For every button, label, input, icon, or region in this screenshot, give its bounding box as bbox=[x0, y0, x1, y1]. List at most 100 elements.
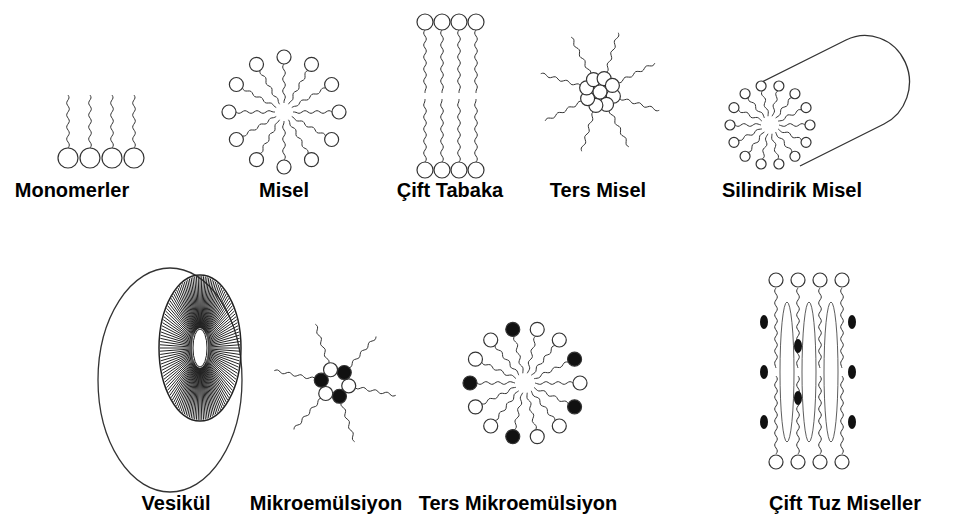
structure-label: Ters Mikroemülsiyon bbox=[419, 492, 618, 514]
tail bbox=[458, 99, 461, 162]
counter-ion bbox=[848, 365, 856, 379]
structure-label: Misel bbox=[259, 179, 309, 201]
tail bbox=[283, 121, 286, 160]
tail bbox=[772, 91, 778, 116]
head bbox=[530, 430, 544, 444]
wall-stroke bbox=[201, 368, 204, 420]
tail bbox=[458, 30, 461, 93]
tail bbox=[527, 336, 535, 373]
tail bbox=[355, 387, 396, 396]
pair-outline bbox=[802, 302, 816, 442]
counter-ion bbox=[794, 391, 802, 405]
tail bbox=[581, 111, 594, 151]
counter-ion bbox=[848, 415, 856, 429]
tail bbox=[819, 288, 822, 368]
head bbox=[790, 151, 800, 161]
head bbox=[468, 400, 482, 414]
tail bbox=[292, 117, 326, 137]
head bbox=[530, 322, 544, 336]
tail bbox=[477, 382, 515, 385]
head bbox=[552, 333, 566, 347]
head bbox=[835, 273, 849, 287]
tail bbox=[274, 370, 315, 379]
head bbox=[319, 386, 333, 400]
head bbox=[229, 78, 243, 92]
wall-stroke bbox=[201, 368, 207, 419]
tail bbox=[475, 30, 478, 93]
tail bbox=[67, 95, 70, 148]
head bbox=[801, 137, 811, 147]
tail bbox=[236, 111, 275, 114]
structure-label: Ters Misel bbox=[550, 179, 646, 201]
head bbox=[332, 389, 346, 403]
tail bbox=[293, 111, 332, 114]
head bbox=[124, 148, 144, 168]
wall-stroke bbox=[160, 349, 192, 351]
head bbox=[434, 162, 450, 178]
tail bbox=[289, 70, 309, 104]
head bbox=[468, 14, 484, 30]
head bbox=[451, 162, 467, 178]
tail bbox=[772, 134, 779, 159]
head bbox=[277, 50, 291, 64]
head bbox=[568, 400, 582, 414]
head bbox=[506, 322, 520, 336]
head bbox=[769, 455, 783, 469]
head bbox=[756, 159, 766, 169]
double-salt-micelles bbox=[760, 273, 856, 469]
tail bbox=[606, 33, 619, 73]
micelle bbox=[222, 50, 346, 174]
counter-ion bbox=[760, 365, 768, 379]
head bbox=[484, 333, 498, 347]
tail bbox=[475, 99, 478, 162]
tail bbox=[89, 95, 92, 148]
wall-stroke bbox=[200, 368, 201, 420]
tail bbox=[482, 362, 516, 378]
wall-stroke bbox=[208, 338, 240, 345]
tail bbox=[534, 362, 568, 379]
tail bbox=[531, 391, 555, 421]
tail bbox=[133, 95, 136, 148]
tail bbox=[441, 30, 444, 93]
tail bbox=[424, 99, 427, 162]
tail bbox=[289, 120, 309, 154]
tail bbox=[242, 117, 276, 137]
head bbox=[791, 455, 805, 469]
tail bbox=[527, 393, 536, 430]
wall-edge bbox=[159, 275, 241, 421]
wall-stroke bbox=[160, 351, 192, 358]
tail bbox=[534, 387, 568, 403]
wall-stroke bbox=[198, 276, 199, 328]
wall-stroke bbox=[160, 348, 192, 349]
head bbox=[434, 14, 450, 30]
structure-label: Vesikül bbox=[142, 492, 211, 514]
head bbox=[337, 366, 351, 380]
tail bbox=[761, 91, 768, 116]
head bbox=[568, 352, 582, 366]
head bbox=[805, 120, 815, 130]
head bbox=[756, 81, 766, 91]
wall-stroke bbox=[161, 353, 192, 367]
cylindrical-micelle bbox=[725, 36, 909, 169]
tail bbox=[495, 345, 519, 375]
head bbox=[250, 153, 264, 167]
tail bbox=[775, 376, 778, 454]
tail bbox=[260, 70, 280, 104]
microemulsion bbox=[274, 324, 396, 442]
vesicle-outline bbox=[98, 268, 242, 492]
head bbox=[813, 455, 827, 469]
tail bbox=[779, 124, 805, 127]
tail bbox=[294, 398, 322, 429]
counter-ion bbox=[760, 415, 768, 429]
counter-ion bbox=[794, 339, 802, 353]
vesicle bbox=[98, 268, 242, 492]
head bbox=[58, 148, 78, 168]
tail bbox=[735, 124, 761, 127]
head bbox=[835, 455, 849, 469]
wall-stroke bbox=[201, 368, 205, 420]
wall-stroke bbox=[208, 342, 240, 347]
structure-label: Çift Tabaka bbox=[397, 179, 503, 201]
head bbox=[305, 57, 319, 71]
tail bbox=[514, 336, 523, 373]
head bbox=[277, 160, 291, 174]
